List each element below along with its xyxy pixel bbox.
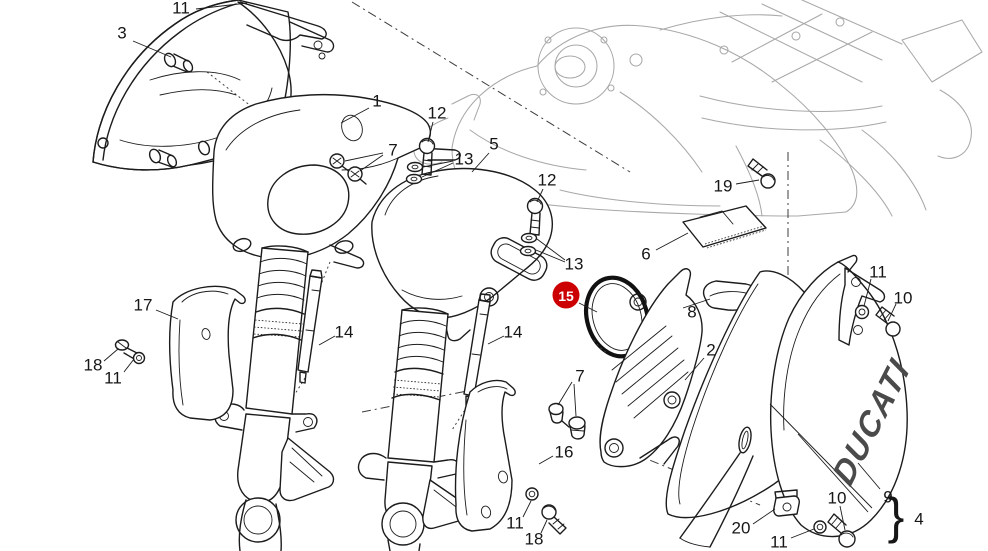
windshield-part bbox=[92, 0, 335, 171]
clip-20 bbox=[773, 489, 800, 517]
callout-10-bottom-right[interactable]: 10 bbox=[828, 489, 847, 508]
callout-16[interactable]: 16 bbox=[555, 443, 574, 462]
callout-11-left[interactable]: 11 bbox=[104, 369, 122, 388]
callout-11-upper-right[interactable]: 11 bbox=[869, 263, 887, 282]
callout-20[interactable]: 20 bbox=[732, 519, 751, 538]
callout-19[interactable]: 19 bbox=[714, 177, 733, 196]
grommets-7-lower bbox=[548, 402, 586, 440]
leader-lines bbox=[103, 2, 897, 539]
washer-11-bottom-right bbox=[813, 520, 827, 534]
highlighted-part-badge[interactable]: 15 bbox=[552, 281, 580, 309]
callout-12-left[interactable]: 12 bbox=[428, 104, 447, 123]
callout-18-left[interactable]: 18 bbox=[84, 356, 103, 375]
callout-13-upper[interactable]: 13 bbox=[455, 150, 474, 169]
callout-12-right[interactable]: 12 bbox=[538, 171, 557, 190]
callout-4[interactable]: 4 bbox=[914, 510, 923, 529]
nut-11-upper-right bbox=[854, 304, 870, 320]
callout-17[interactable]: 17 bbox=[134, 296, 153, 315]
washer-11-bottom-middle bbox=[525, 487, 539, 501]
washers-13-left bbox=[405, 161, 424, 185]
callout-9[interactable]: 9 bbox=[883, 488, 892, 507]
callout-7-upper[interactable]: 7 bbox=[388, 141, 397, 160]
badge-number: 15 bbox=[558, 288, 574, 304]
badge-circle[interactable] bbox=[552, 281, 580, 309]
fork-leg-middle bbox=[357, 307, 472, 551]
headlight-fairing-part bbox=[211, 93, 461, 269]
callout-18-bottom-middle[interactable]: 18 bbox=[525, 530, 544, 549]
callout-5[interactable]: 5 bbox=[489, 135, 498, 154]
washer-11-left bbox=[132, 351, 146, 365]
faded-frame-and-tank bbox=[413, 0, 983, 217]
screw-18-bottom-middle bbox=[541, 504, 567, 535]
callout-14-right[interactable]: 14 bbox=[504, 323, 523, 342]
callout-1[interactable]: 1 bbox=[372, 92, 381, 111]
callout-13-right[interactable]: 13 bbox=[565, 255, 584, 274]
fork-guard-17 bbox=[168, 285, 246, 421]
callout-8[interactable]: 8 bbox=[687, 303, 696, 322]
bolt-10-upper-right bbox=[875, 306, 901, 337]
callout-labels: 11 3 1 12 7 13 5 12 13 19 6 8 2 11 10 17… bbox=[84, 0, 913, 551]
callout-14-left[interactable]: 14 bbox=[335, 323, 354, 342]
callout-11-bottom-right[interactable]: 11 bbox=[770, 533, 788, 551]
callout-2[interactable]: 2 bbox=[706, 341, 715, 360]
callout-11-top[interactable]: 11 bbox=[172, 0, 190, 18]
curly-brace-glyph: } bbox=[888, 488, 905, 544]
grommets-7-upper bbox=[329, 153, 367, 185]
callout-10-upper-right[interactable]: 10 bbox=[894, 289, 913, 308]
screw-19 bbox=[747, 158, 776, 189]
callout-11-bottom-middle[interactable]: 11 bbox=[506, 514, 524, 533]
callout-6[interactable]: 6 bbox=[641, 245, 650, 264]
bolt-10-bottom-right bbox=[827, 513, 856, 548]
damper-rod-14-left bbox=[297, 269, 323, 384]
pad-6 bbox=[682, 205, 767, 249]
ribbed-bracket-part bbox=[599, 268, 703, 468]
callout-3[interactable]: 3 bbox=[117, 24, 126, 43]
fork-leg-left bbox=[214, 245, 335, 551]
callout-7-lower[interactable]: 7 bbox=[575, 367, 584, 386]
fork-guard-16 bbox=[454, 379, 516, 532]
assembly-bracket-4: } 4 bbox=[888, 488, 924, 544]
washers-13-right bbox=[519, 232, 538, 257]
